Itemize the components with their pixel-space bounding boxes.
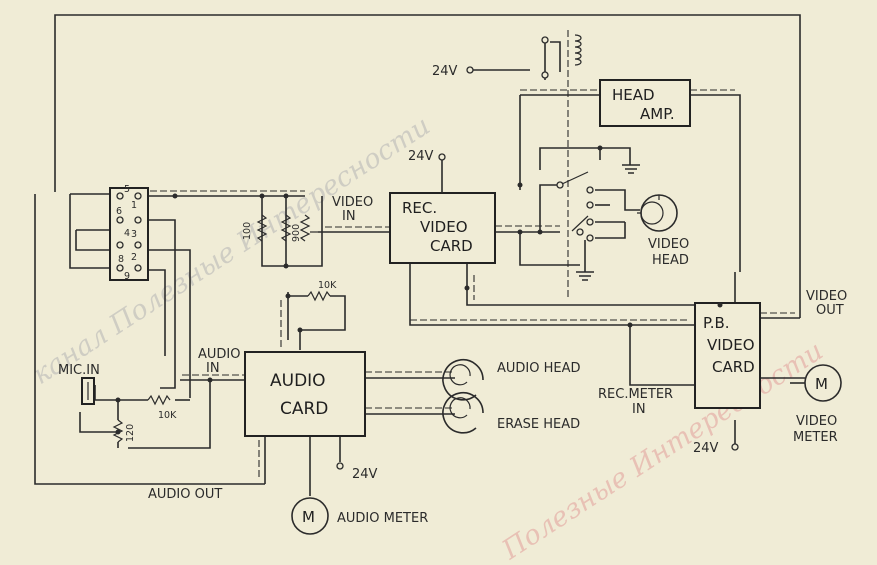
erase-head-symbol	[442, 392, 484, 434]
ground-symbol-top	[622, 164, 640, 174]
resistor-900-label: 900	[291, 224, 302, 242]
resistor-100	[256, 214, 268, 242]
erase-head-label: ERASE HEAD	[497, 417, 580, 432]
video-head-symbol	[637, 194, 678, 232]
video-in-label-2: IN	[342, 209, 356, 224]
pin-1: 1	[131, 200, 137, 211]
pin-2: 2	[131, 252, 137, 263]
rec-meter-in-label-2: IN	[632, 402, 646, 417]
ground-symbol-bottom	[576, 271, 594, 281]
resistors	[112, 214, 331, 443]
audio-card-box	[244, 351, 366, 437]
meters	[291, 364, 842, 535]
head-amp-label-1: HEAD	[612, 86, 655, 104]
junctions	[115, 145, 723, 435]
audio-meter-label: AUDIO METER	[337, 511, 428, 526]
wiring	[34, 14, 805, 496]
connector-plug	[109, 187, 149, 281]
supply-label-relay: 24V	[432, 64, 458, 79]
resistor-trim	[299, 214, 311, 242]
pb-video-card-label-2: VIDEO	[707, 336, 755, 354]
supply-label-audio: 24V	[352, 467, 378, 482]
video-head-label-1: VIDEO	[648, 237, 689, 252]
audio-head-label: AUDIO HEAD	[497, 361, 581, 376]
video-out-label-2: OUT	[816, 303, 844, 318]
supply-label-pb: 24V	[693, 441, 719, 456]
rec-video-card-box	[389, 192, 496, 264]
pin-6: 6	[116, 206, 122, 217]
audio-meter-letter: M	[302, 508, 315, 526]
relay	[466, 34, 582, 79]
audio-meter-symbol	[291, 497, 329, 535]
head-amp-box	[599, 79, 691, 127]
rec-video-card-label-2: VIDEO	[420, 218, 468, 236]
pin-5: 5	[124, 184, 130, 195]
head-amp-label-2: AMP.	[640, 105, 675, 123]
video-in-label-1: VIDEO	[332, 195, 373, 210]
pb-video-card-label-3: CARD	[712, 358, 755, 376]
cards	[244, 79, 761, 437]
resistor-120-label: 120	[125, 424, 136, 442]
resistor-10k-mic	[147, 394, 171, 406]
resistor-120	[112, 419, 124, 443]
supply-terminals	[336, 153, 739, 470]
pb-video-card-label-1: P.B.	[703, 314, 730, 332]
resistor-10k-top	[307, 290, 331, 302]
labels: 24V 24V 24V 24V REC. VIDEO CARD P.B. VID…	[58, 64, 847, 526]
resistor-10k-mic-label: 10K	[158, 410, 177, 421]
mic-jack	[81, 377, 95, 405]
audio-in-label-1: AUDIO	[198, 347, 241, 362]
pin-4: 4	[124, 228, 130, 239]
grounds	[576, 164, 640, 281]
switch-contacts	[556, 171, 594, 242]
video-out-label-1: VIDEO	[806, 289, 847, 304]
heads	[442, 194, 678, 434]
rec-video-card-label-1: REC.	[402, 199, 437, 217]
relay-coil	[574, 34, 582, 66]
video-meter-letter: M	[815, 375, 828, 393]
resistor-100-label: 100	[242, 222, 253, 240]
pin-9: 9	[124, 271, 130, 282]
pin-3: 3	[131, 229, 137, 240]
pin-8: 8	[118, 254, 124, 265]
audio-card-label-1: AUDIO	[270, 371, 326, 391]
connector-block: 5 1 6 4 3 8 2 9	[109, 184, 149, 282]
resistor-900	[280, 214, 292, 242]
audio-card-label-2: CARD	[280, 399, 328, 419]
rec-video-card-label-3: CARD	[430, 237, 473, 255]
pb-video-card-box	[694, 302, 761, 409]
rec-meter-in-label-1: REC.METER	[598, 387, 673, 402]
supply-label-rec: 24V	[408, 149, 434, 164]
resistor-10k-top-label: 10K	[318, 280, 337, 291]
video-meter-label-1: VIDEO	[796, 414, 837, 429]
audio-out-label: AUDIO OUT	[148, 487, 222, 502]
audio-head-symbol	[442, 359, 484, 401]
video-head-label-2: HEAD	[652, 253, 689, 268]
mic-in-label: MIC.IN	[58, 363, 100, 378]
video-meter-label-2: METER	[793, 430, 838, 445]
audio-in-label-2: IN	[206, 361, 220, 376]
